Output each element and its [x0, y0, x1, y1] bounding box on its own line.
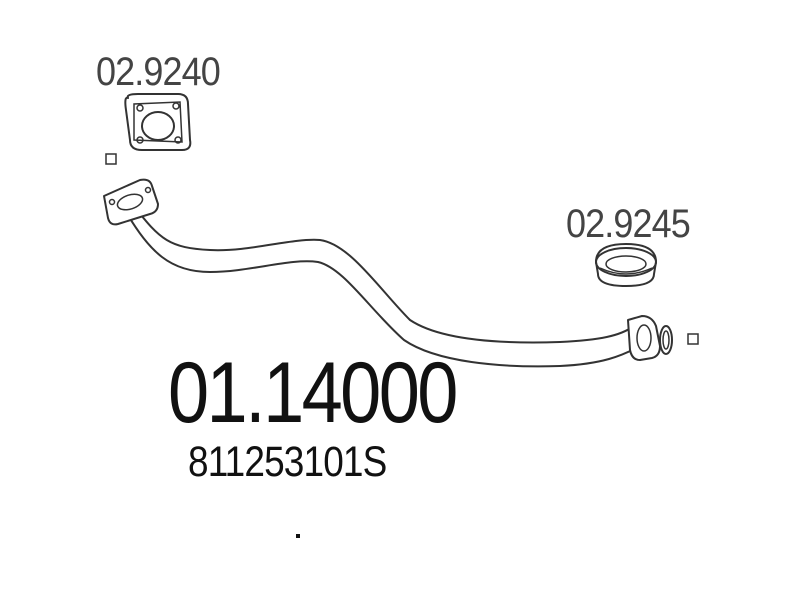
- main-part-number: 01.14000: [168, 345, 458, 441]
- pipe-icon: [103, 178, 673, 368]
- dot-mark: [296, 534, 300, 538]
- marker-square-left: [105, 153, 117, 165]
- front-gasket-icon: [124, 93, 192, 151]
- marker-square-right: [687, 333, 699, 345]
- oem-reference-number: 811253101S: [188, 438, 387, 486]
- front-gasket-part-number: 02.9240: [96, 50, 221, 94]
- rear-seal-ring-icon: [595, 243, 657, 287]
- rear-gasket-part-number: 02.9245: [566, 202, 691, 246]
